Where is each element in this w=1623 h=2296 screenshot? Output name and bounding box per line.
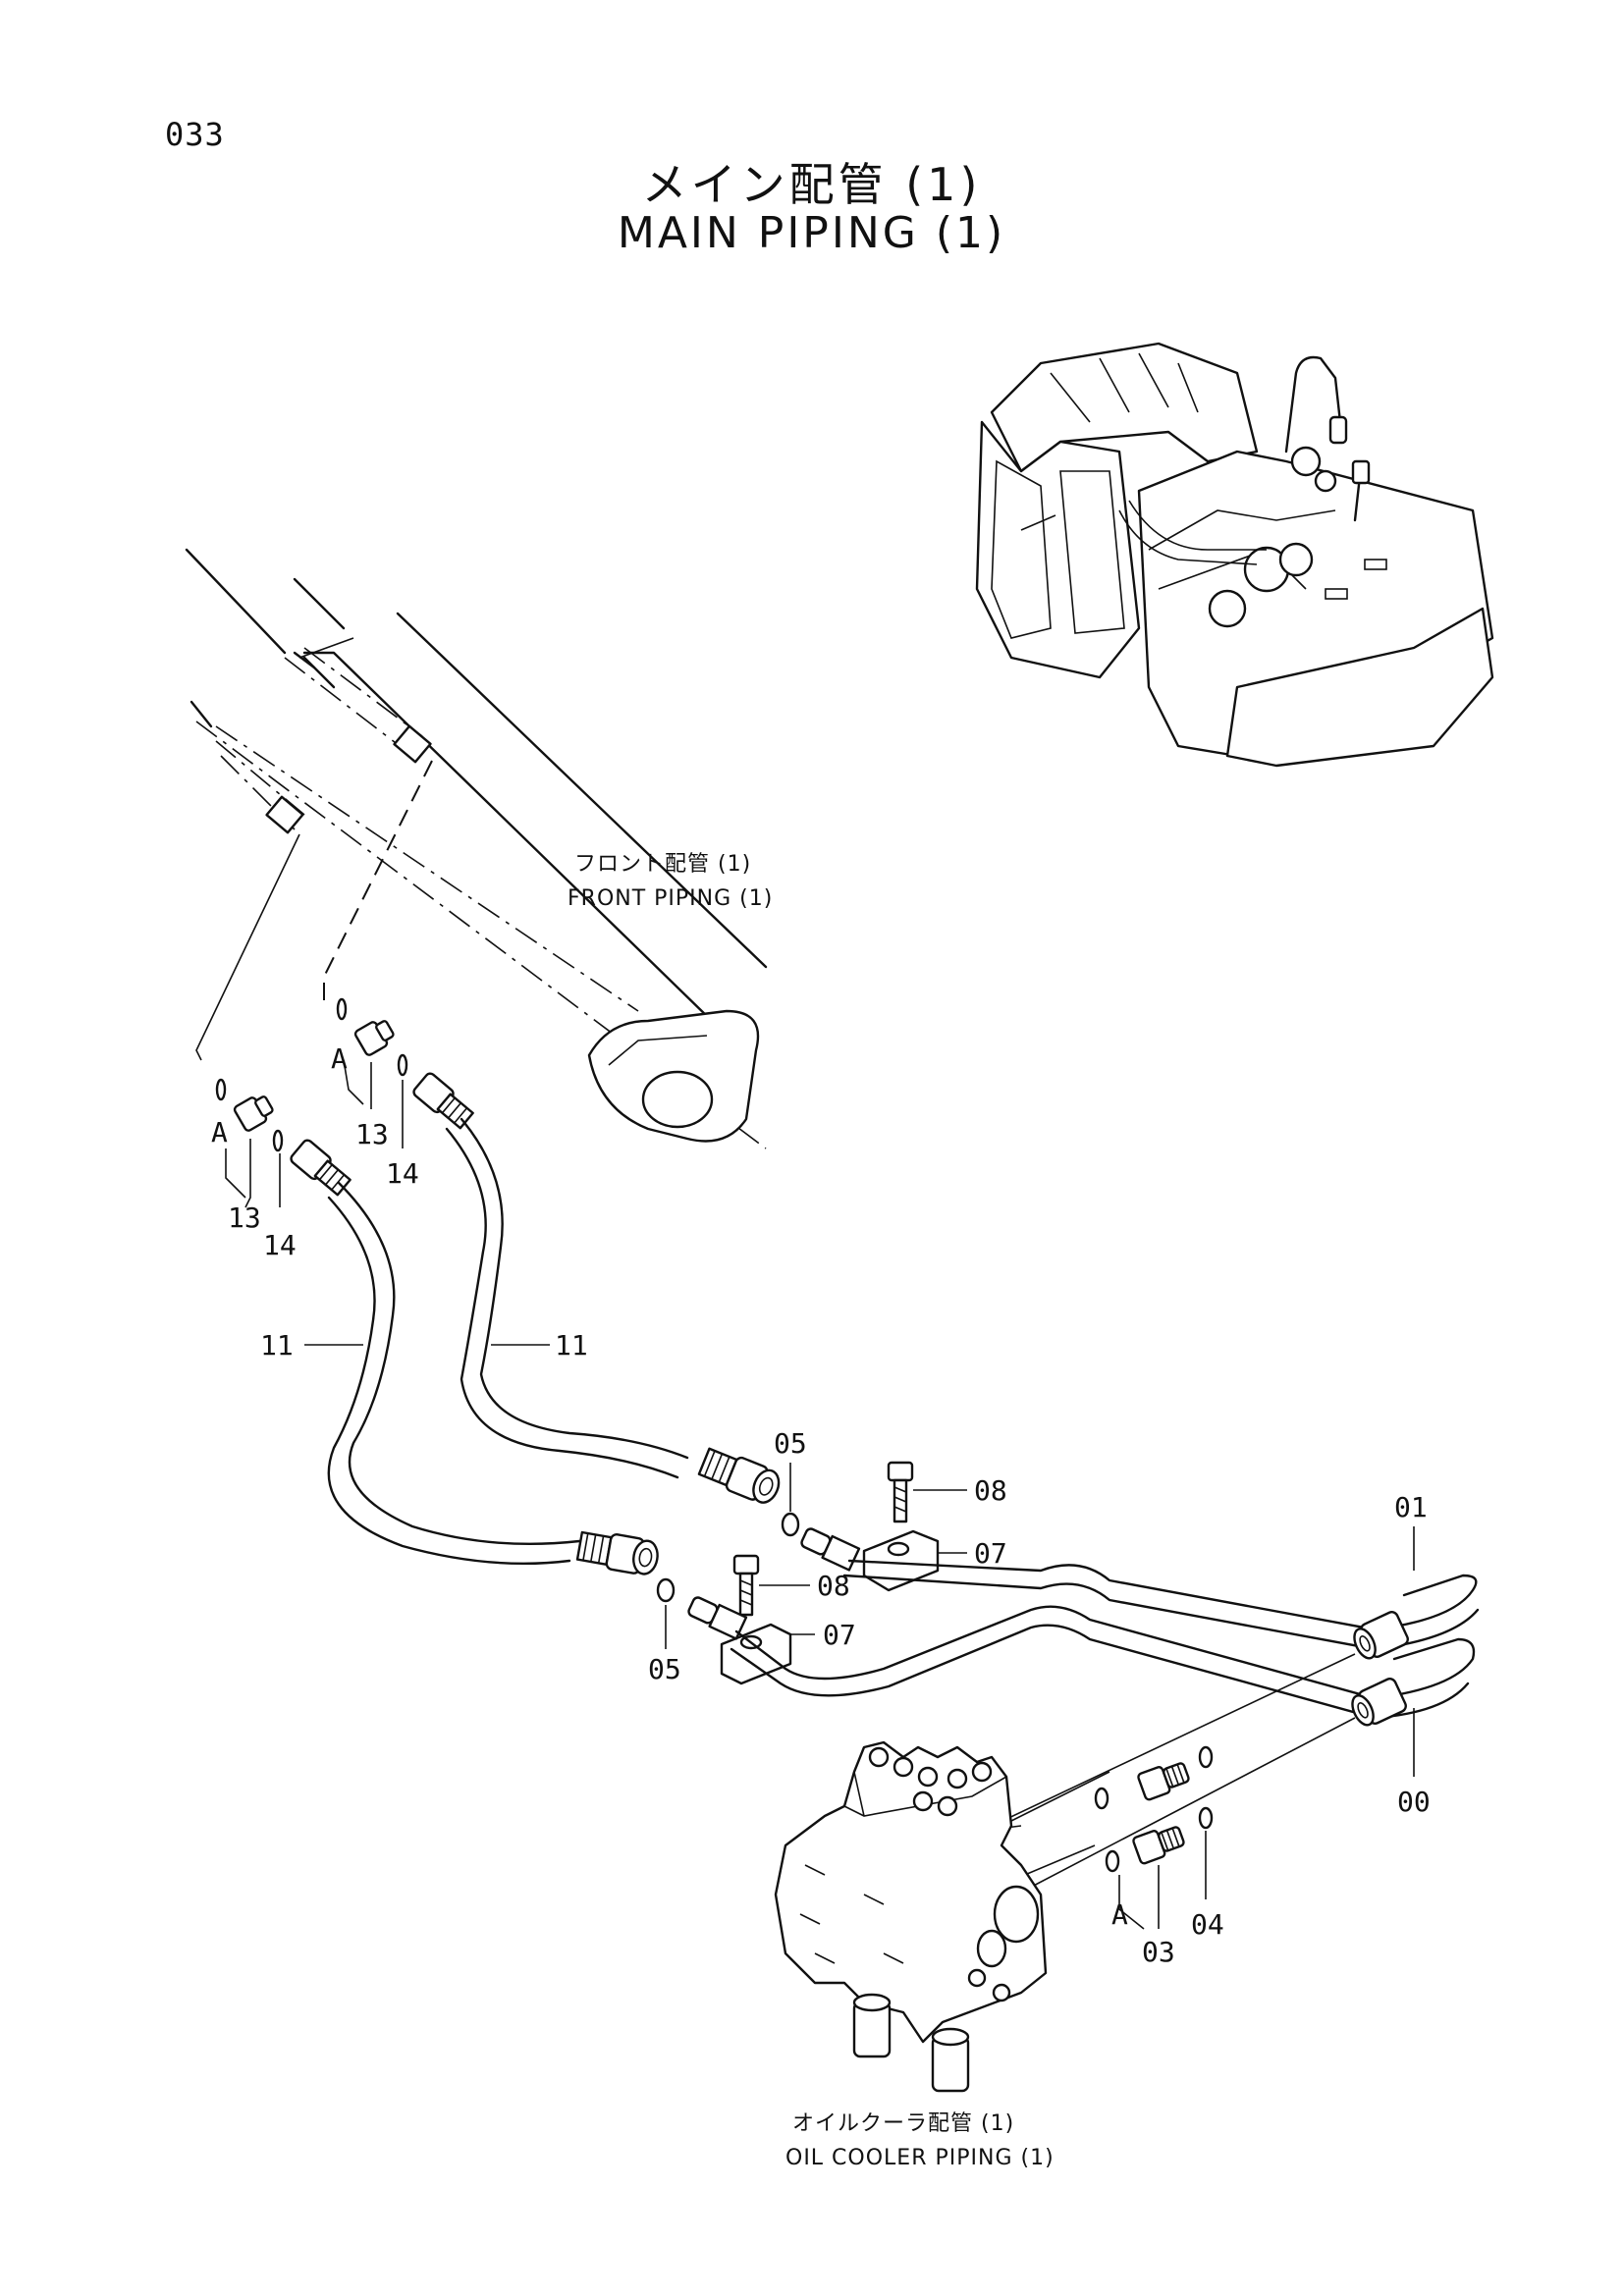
hose-left (290, 1139, 659, 1575)
page-number: 033 (165, 116, 225, 153)
callout-labels: A 13 14 A 13 14 11 11 05 05 08 08 07 07 … (211, 852, 1431, 2170)
mid-adapter-group (336, 997, 408, 1148)
label-14-left: 14 (263, 1229, 297, 1261)
o-ring-05-top (781, 1463, 800, 1537)
label-08-bottom: 08 (817, 1570, 850, 1602)
bolt-08-bottom (732, 1554, 810, 1617)
bolt-08-top (887, 1461, 967, 1523)
label-a-valve: A (1111, 1898, 1128, 1931)
boom-cylinder (185, 548, 768, 1149)
label-00: 00 (1397, 1786, 1431, 1818)
page-title-jp: メイン配管 (1) (641, 158, 982, 211)
pipe-00-end-fitting (1351, 1678, 1415, 1777)
front-piping-label-en: FRONT PIPING (1) (568, 886, 773, 911)
oil-cooler-piping-label-jp: オイルクーラ配管 (1) (792, 2111, 1014, 2136)
label-13-left: 13 (228, 1201, 261, 1234)
excavator-overview (975, 342, 1494, 768)
label-01: 01 (1394, 1491, 1428, 1523)
label-07-bottom: 07 (823, 1619, 856, 1651)
oil-cooler-piping-label-en: OIL COOLER PIPING (1) (785, 2146, 1055, 2170)
label-11-left: 11 (260, 1329, 294, 1362)
label-14-mid: 14 (386, 1157, 419, 1190)
clamp-07-top (862, 1529, 967, 1592)
left-adapter-group (215, 1078, 284, 1208)
label-04: 04 (1191, 1908, 1224, 1941)
label-05-bottom: 05 (648, 1653, 681, 1685)
page-title-en: MAIN PIPING (1) (617, 208, 1006, 258)
pipe-00 (687, 1596, 1476, 1720)
pipe-01-end-fitting (1353, 1526, 1415, 1660)
label-03: 03 (1142, 1936, 1175, 1968)
label-07-top: 07 (974, 1537, 1007, 1570)
label-05-top: 05 (774, 1427, 807, 1460)
o-ring-05-bottom (656, 1577, 676, 1649)
label-11-right: 11 (555, 1329, 588, 1362)
label-08-top: 08 (974, 1474, 1007, 1507)
control-valve (774, 1740, 1048, 2093)
front-pipe-lines (195, 647, 433, 1061)
pipe-01 (800, 1527, 1480, 1651)
adapter-03-lower (1105, 1806, 1214, 1930)
label-13-mid: 13 (355, 1118, 389, 1150)
front-piping-label-jp: フロント配管 (1) (574, 852, 751, 877)
hose-right (412, 1072, 781, 1504)
label-a-left: A (211, 1116, 228, 1148)
adapter-03-upper (1094, 1745, 1214, 1810)
label-a-mid: A (331, 1042, 348, 1075)
